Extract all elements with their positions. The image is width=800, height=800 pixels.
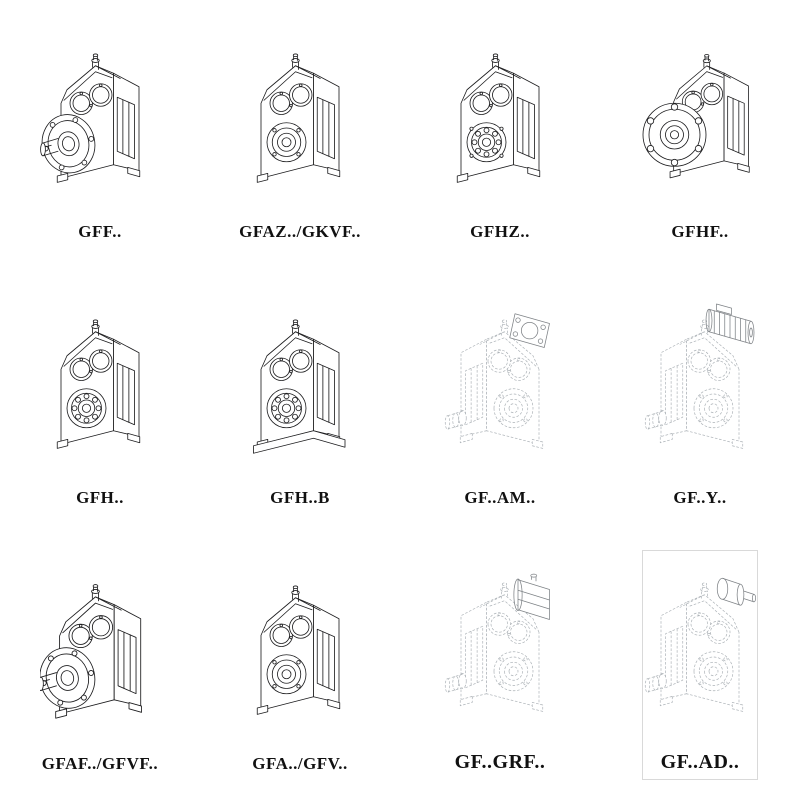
model-label: GFAF../GFVF.. xyxy=(41,754,159,773)
model-label: GFH..B xyxy=(270,488,330,507)
model-label: GF..GRF.. xyxy=(454,751,546,773)
model-label: GFHF.. xyxy=(671,222,729,241)
gearbox-flange-shaft-drawing xyxy=(40,584,142,719)
drawing-gff-flange-gearbox xyxy=(40,0,160,222)
drawing-gfad-input-shaft-gearbox xyxy=(640,527,760,751)
drawing-gfy-gearmotor xyxy=(640,264,760,488)
model-label: GF..AD.. xyxy=(660,751,740,773)
catalog-item-gfa: GFA../GFV.. xyxy=(240,548,360,782)
catalog-item-gfhb: GFH..B xyxy=(240,282,360,516)
drawing-gfgrf-primary-reducer-gearbox xyxy=(440,527,560,751)
model-label: GF..Y.. xyxy=(673,488,727,507)
gearbox-foot-mount-drawing xyxy=(253,319,346,454)
gearbox-hollow-bore-drawing xyxy=(256,585,341,715)
catalog-item-gfgrf: GF..GRF.. xyxy=(440,548,560,782)
gearbox-flange-shaft-drawing xyxy=(40,53,141,183)
gearbox-front-flange-drawing xyxy=(642,54,750,179)
model-label: GF..AM.. xyxy=(464,488,536,507)
phantom-gearbox-with-adapter-drawing xyxy=(444,573,550,712)
drawing-gfa-hollow-gearbox xyxy=(240,530,360,754)
catalog-item-gff: GFF.. xyxy=(40,16,160,250)
gearbox-bearing-drawing xyxy=(56,319,141,449)
model-label: GFAZ../GKVF.. xyxy=(239,222,361,241)
catalog-item-gfy: GF..Y.. xyxy=(640,282,760,516)
catalog-item-gfh: GFH.. xyxy=(40,282,160,516)
drawing-gfam-iec-adapter-gearbox xyxy=(440,264,560,488)
drawing-gfh-shaft-mounted-gearbox xyxy=(40,264,160,488)
phantom-gearbox-square-flange-drawing xyxy=(444,313,550,449)
drawing-gfhf-front-flange-gearbox xyxy=(640,0,760,222)
drawing-gfhz-gearbox xyxy=(440,0,560,222)
phantom-gearbox-with-motor-drawing xyxy=(644,303,755,449)
catalog-item-gfad: GF..AD.. xyxy=(640,548,760,782)
phantom-gearbox-input-shaft-drawing xyxy=(644,577,757,712)
model-label: GFA../GFV.. xyxy=(252,754,348,773)
gearbox-bearing-drawing xyxy=(456,53,541,183)
model-label: GFH.. xyxy=(76,488,124,507)
catalog-item-gfaf: GFAF../GFVF.. xyxy=(40,548,160,782)
drawing-gfaf-flange-gearbox xyxy=(40,530,160,754)
model-label: GFHZ.. xyxy=(470,222,530,241)
drawing-gfhb-foot-mounted-gearbox xyxy=(240,264,360,488)
catalog-item-gfhf: GFHF.. xyxy=(640,16,760,250)
catalog-item-gfhz: GFHZ.. xyxy=(440,16,560,250)
gearbox-hollow-bore-drawing xyxy=(256,53,341,183)
catalog-item-gfam: GF..AM.. xyxy=(440,282,560,516)
catalog-item-gfaz: GFAZ../GKVF.. xyxy=(239,16,361,250)
model-label: GFF.. xyxy=(78,222,122,241)
drawing-gfaz-hollow-gearbox xyxy=(240,0,360,222)
